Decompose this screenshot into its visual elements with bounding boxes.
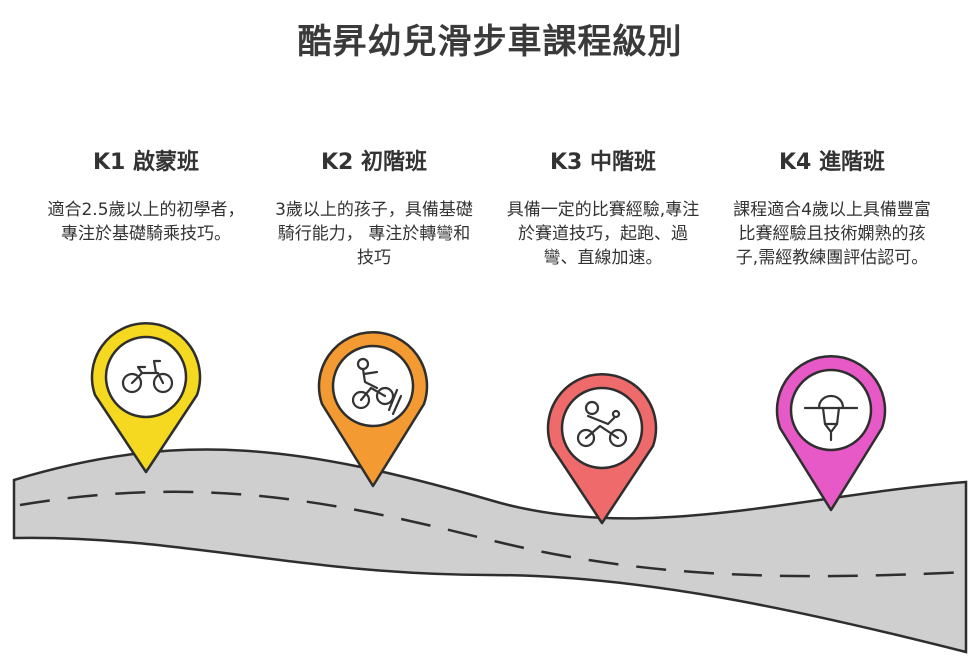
- front-rider-icon: [803, 394, 859, 442]
- racing-rider-icon: [576, 400, 628, 448]
- road-center-dashes: [19, 490, 967, 578]
- balance-bike-icon: [121, 359, 174, 394]
- page-title: 酷昇幼兒滑步車課程級別: [297, 22, 683, 62]
- level-pin-k1: [90, 322, 202, 474]
- level-description-k1: 適合2.5歲以上的初學者，專注於基礎騎乘技巧。: [47, 200, 245, 244]
- level-pin-k2: [317, 331, 429, 488]
- level-pin-k3: [546, 373, 658, 525]
- level-pin-k4: [775, 355, 887, 512]
- level-title-k4: K4 進階班: [778, 150, 885, 175]
- level-title-k3: K3 中階班: [549, 150, 656, 175]
- level-title-k1: K1 啟蒙班: [92, 150, 199, 175]
- level-title-k2: K2 初階班: [320, 150, 427, 175]
- level-description-k4: 課程適合4歲以上具備豐富比賽經驗且技術嫻熟的孩子,需經教練團評估認可。: [733, 200, 931, 268]
- uphill-rider-icon: [351, 357, 403, 416]
- level-description-k3: 具備一定的比賽經驗,專注於賽道技巧，起跑、過彎、直線加速。: [506, 200, 700, 268]
- road: [12, 448, 968, 654]
- level-description-k2: 3歲以上的孩子，具備基礎騎行能力， 專注於轉彎和技巧: [275, 200, 473, 268]
